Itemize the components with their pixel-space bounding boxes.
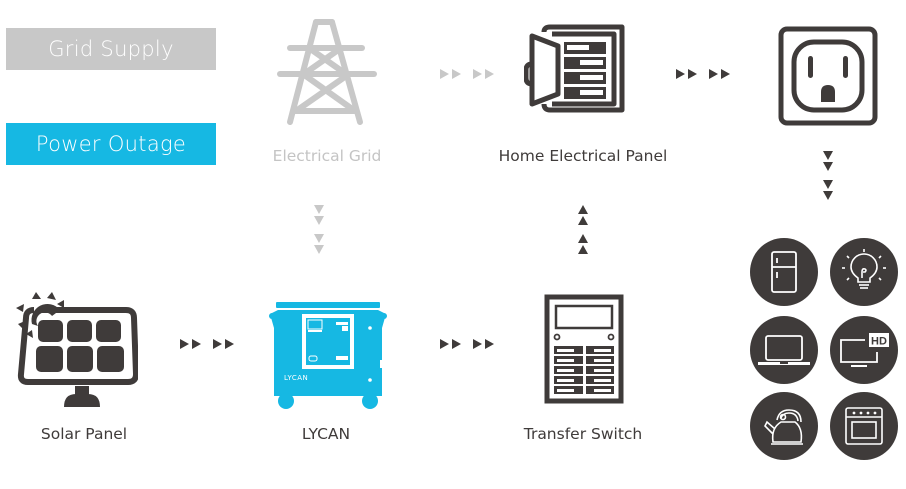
tv-icon: HD bbox=[840, 333, 889, 367]
flow-arrows-outlet-to-appliances bbox=[823, 151, 833, 200]
transfer-switch-label: Transfer Switch bbox=[523, 425, 643, 443]
legend-power-outage-label: Power Outage bbox=[35, 132, 187, 156]
flow-arrows-grid-to-lycan bbox=[314, 205, 324, 254]
electrical-panel-icon bbox=[524, 24, 625, 113]
transfer-switch-icon bbox=[544, 294, 624, 404]
laptop-icon bbox=[758, 335, 810, 365]
solar-panel-label: Solar Panel bbox=[40, 425, 128, 443]
flow-arrows-lycan-to-switch bbox=[440, 339, 494, 349]
lycan-generator-icon bbox=[269, 302, 387, 409]
legend-power-outage: Power Outage bbox=[6, 123, 216, 165]
kettle-icon bbox=[764, 409, 803, 445]
hd-badge: HD bbox=[871, 336, 887, 348]
power-outlet-icon bbox=[778, 26, 878, 126]
appliance-light-bulb bbox=[830, 238, 898, 306]
solar-panel-icon bbox=[16, 292, 138, 407]
legend-grid-supply-label: Grid Supply bbox=[48, 37, 174, 61]
flow-arrows-switch-to-panel bbox=[578, 205, 588, 254]
lycan-unit: LYCAN bbox=[266, 300, 390, 410]
flow-arrows-grid-to-panel bbox=[440, 69, 494, 79]
home-panel-label: Home Electrical Panel bbox=[498, 147, 668, 165]
appliance-kettle bbox=[750, 392, 818, 460]
oven-icon bbox=[845, 407, 883, 445]
appliance-refrigerator bbox=[750, 238, 818, 306]
flow-arrows-solar-to-lycan bbox=[180, 339, 234, 349]
fridge-icon bbox=[771, 251, 797, 293]
electrical-grid-label: Electrical Grid bbox=[272, 147, 382, 165]
appliance-oven bbox=[830, 392, 898, 460]
legend-grid-supply: Grid Supply bbox=[6, 28, 216, 70]
flow-arrows-panel-to-outlet bbox=[676, 69, 730, 79]
lightbulb-icon bbox=[842, 249, 886, 289]
appliance-hd-tv: HD bbox=[830, 316, 898, 384]
transmission-tower-icon bbox=[277, 19, 377, 125]
appliance-laptop bbox=[750, 316, 818, 384]
lycan-brand-text: LYCAN bbox=[284, 374, 309, 382]
lycan-label: LYCAN bbox=[301, 425, 351, 443]
